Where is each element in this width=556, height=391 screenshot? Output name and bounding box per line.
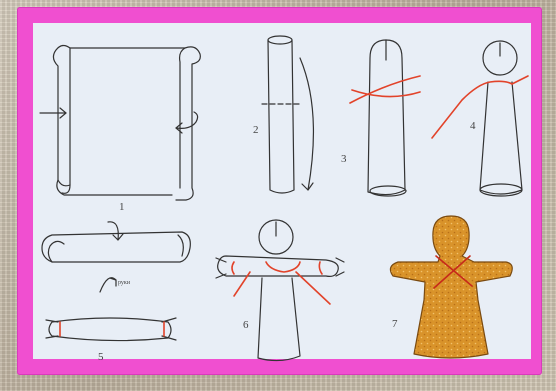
fold-arrow-up-icon [100, 278, 116, 292]
step-6-body [216, 220, 344, 361]
step-5-arms [42, 222, 190, 341]
step-1-cloth [40, 45, 200, 200]
step-number-4: 4 [470, 120, 476, 132]
step-number-1: 1 [119, 201, 125, 213]
step-3-folded [368, 40, 406, 196]
step-number-6: 6 [243, 319, 249, 331]
fold-arrow-down-icon [108, 222, 118, 240]
fold-down-arrow-icon [300, 58, 313, 190]
step-2-roll [262, 36, 313, 193]
step-number-5: 5 [98, 351, 104, 363]
step-number-3: 3 [341, 153, 347, 165]
step-7-finished-doll [390, 216, 512, 358]
arm-label: руки [118, 280, 131, 286]
step-number-2: 2 [253, 124, 259, 136]
step-number-7: 7 [392, 318, 398, 330]
step-4-head [480, 41, 522, 196]
